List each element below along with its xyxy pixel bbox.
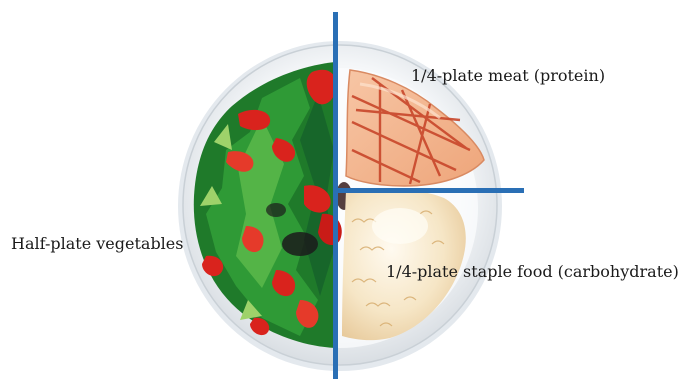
meat-label: 1/4-plate meat (protein) (411, 66, 605, 85)
vertical-divider (333, 12, 338, 379)
staple-label: 1/4-plate staple food (carbohydrate) (386, 262, 679, 281)
vegetables-label: Half-plate vegetables (11, 234, 183, 253)
horizontal-divider (336, 188, 524, 193)
